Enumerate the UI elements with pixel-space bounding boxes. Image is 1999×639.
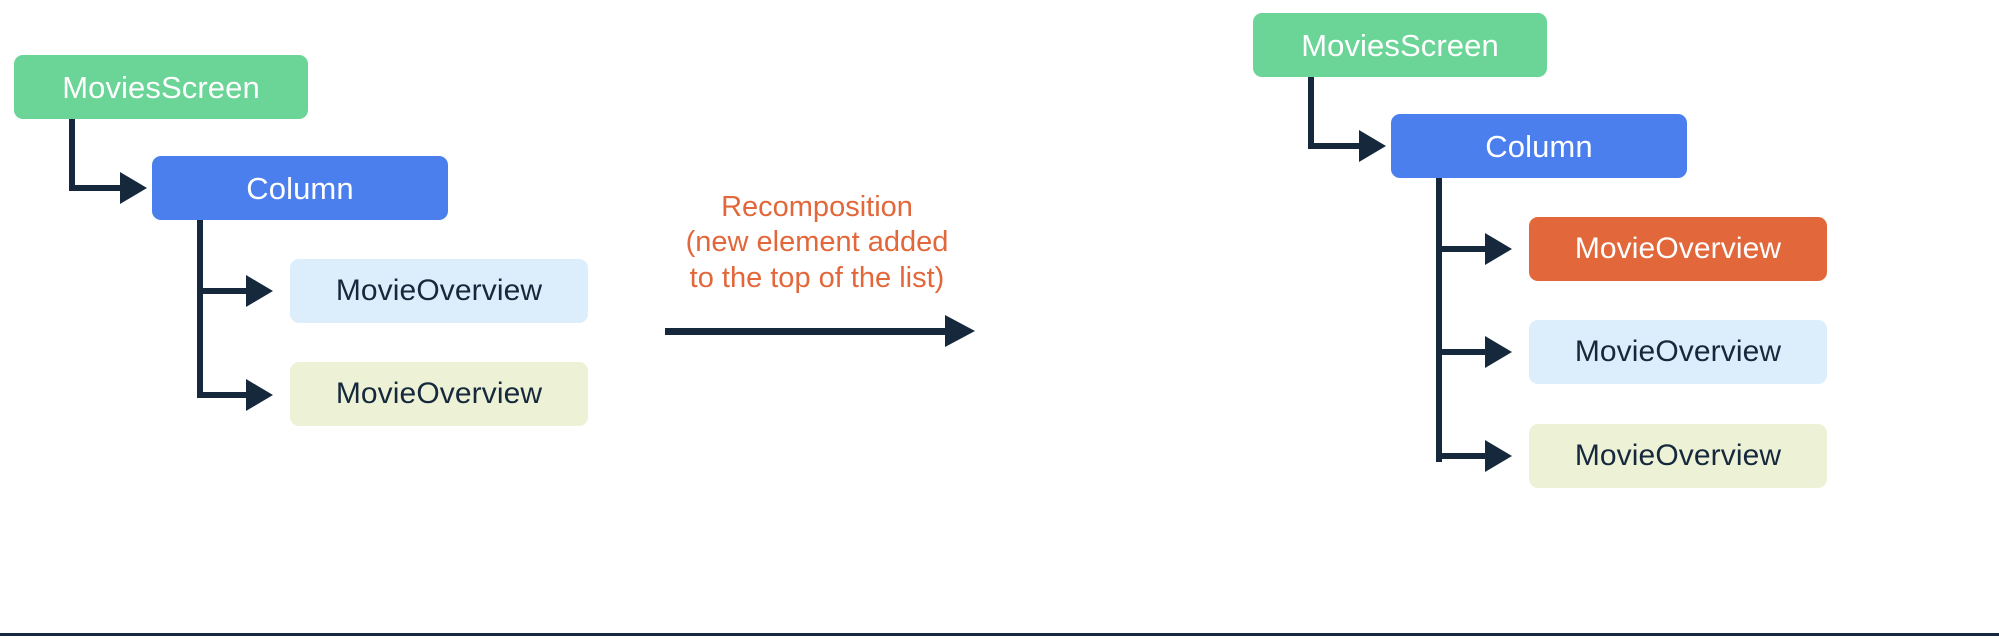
arrowhead-column-to-overview-1 — [246, 275, 273, 307]
transition-caption-line-3: to the top of the list) — [689, 261, 945, 294]
arrowhead-column-to-overview-2 — [246, 379, 273, 411]
connector-column-to-overview-new — [1436, 246, 1487, 252]
node-label: Column — [1485, 128, 1593, 164]
connector-column-to-overview-2-after — [1436, 453, 1487, 459]
node-movies-screen-after: MoviesScreen — [1253, 13, 1547, 77]
connector-column-to-overview-1-after — [1436, 349, 1487, 355]
connector-column-spine-after — [1436, 178, 1442, 462]
transition-caption-line-1: Recomposition — [721, 191, 913, 223]
node-label: MovieOverview — [1574, 232, 1782, 265]
node-label: MoviesScreen — [1301, 27, 1499, 63]
node-label: MovieOverview — [335, 274, 543, 307]
node-movie-overview-2-after: MovieOverview — [1529, 424, 1827, 488]
arrowhead-column-to-overview-new — [1485, 233, 1512, 265]
transition-arrow-head — [945, 315, 975, 347]
connector-column-to-overview-1 — [197, 288, 248, 294]
bottom-divider — [0, 633, 1999, 636]
node-column-before: Column — [152, 156, 448, 220]
node-movie-overview-2-before: MovieOverview — [290, 362, 588, 426]
node-label: Column — [246, 170, 354, 206]
arrowhead-column-to-overview-2-after — [1485, 440, 1512, 472]
transition-caption: Recomposition (new element added to the … — [662, 190, 972, 296]
transition-arrow-shaft — [665, 328, 947, 335]
connector-screen-to-column-vertical — [69, 119, 75, 191]
node-movie-overview-1-after: MovieOverview — [1529, 320, 1827, 384]
arrowhead-screen-to-column-after — [1359, 130, 1386, 162]
connector-screen-to-column-horizontal — [69, 185, 123, 191]
node-movie-overview-new-after: MovieOverview — [1529, 217, 1827, 281]
arrowhead-column-to-overview-1-after — [1485, 336, 1512, 368]
node-column-after: Column — [1391, 114, 1687, 178]
connector-column-to-overview-2 — [197, 392, 248, 398]
transition-caption-line-2: (new element added — [685, 226, 949, 259]
connector-screen-to-column-horizontal-after — [1308, 143, 1362, 149]
node-label: MovieOverview — [1574, 335, 1782, 368]
node-label: MoviesScreen — [62, 69, 260, 105]
node-label: MovieOverview — [1574, 439, 1782, 472]
connector-column-spine — [197, 220, 203, 398]
arrowhead-screen-to-column — [120, 172, 147, 204]
node-movie-overview-1-before: MovieOverview — [290, 259, 588, 323]
node-movies-screen-before: MoviesScreen — [14, 55, 308, 119]
connector-screen-to-column-vertical-after — [1308, 77, 1314, 149]
node-label: MovieOverview — [335, 377, 543, 410]
